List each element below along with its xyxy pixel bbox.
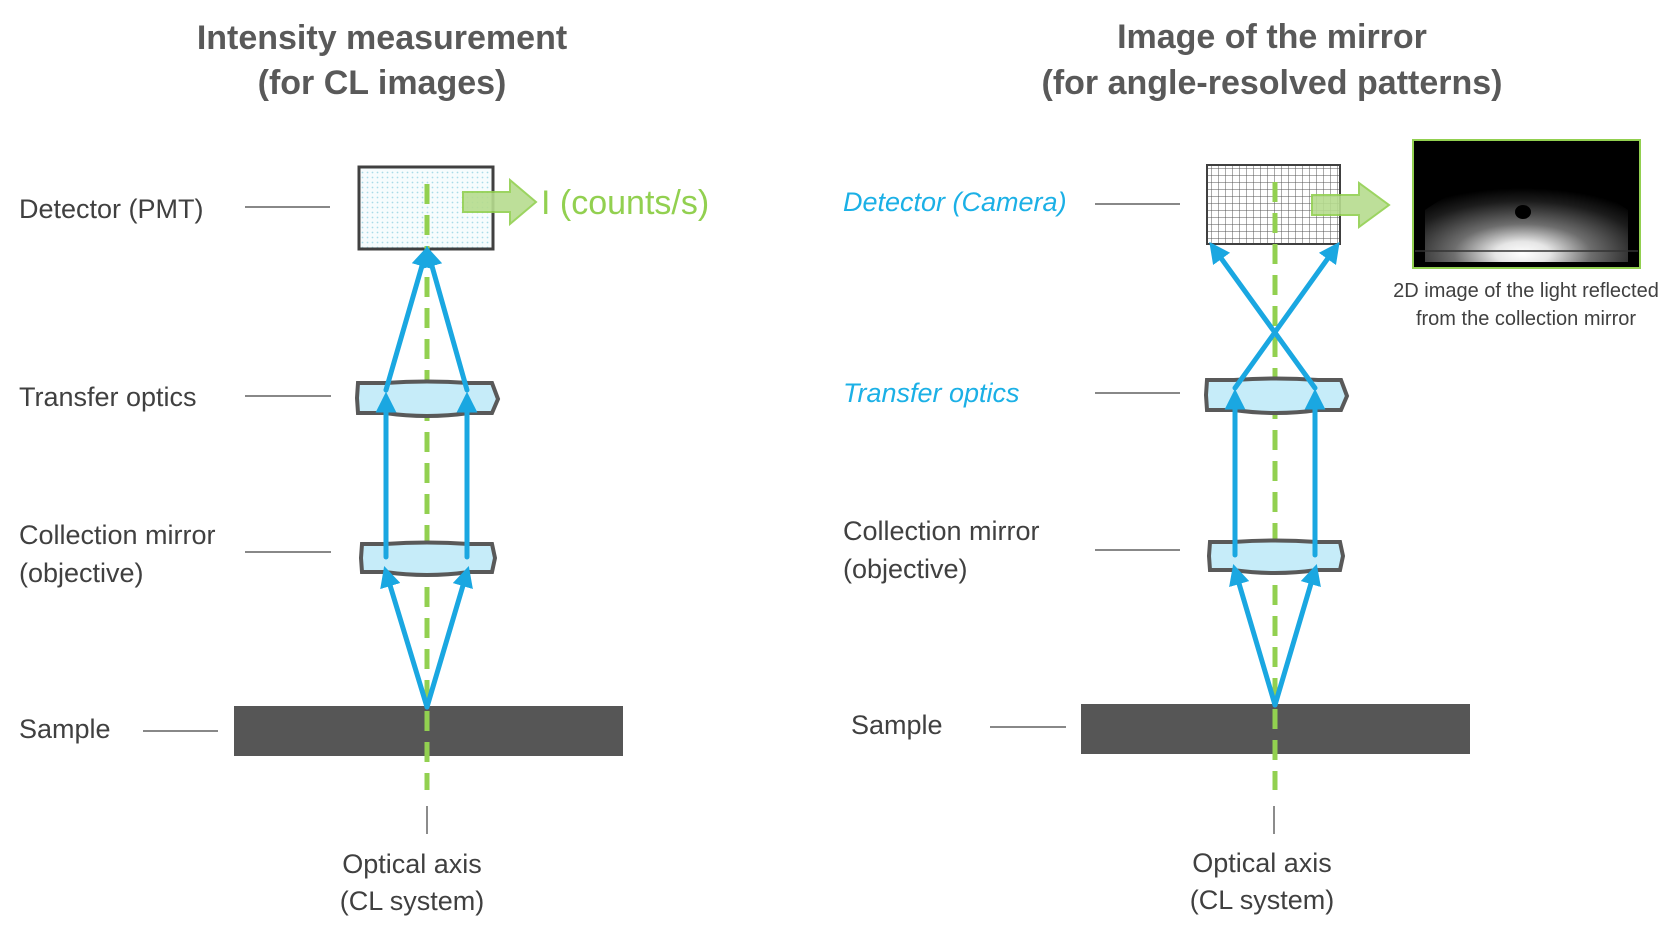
right-transfer-label: Transfer optics	[843, 378, 1020, 408]
left-transfer-lens	[354, 379, 501, 418]
left-axis-label-line1: Optical axis	[342, 849, 482, 879]
left-mirror-label-line1: Collection mirror	[19, 520, 216, 550]
left-panel: Intensity measurement (for CL images) De…	[19, 19, 709, 916]
left-transfer-label: Transfer optics	[19, 382, 197, 412]
left-beam-lower-left	[380, 565, 430, 710]
left-output-arrow	[462, 177, 538, 227]
right-output-arrow	[1311, 181, 1391, 229]
left-mirror-lens	[358, 540, 498, 577]
right-beam-lower-left	[1229, 563, 1278, 708]
right-mirror-label-line1: Collection mirror	[843, 516, 1040, 546]
left-detector-label: Detector (PMT)	[19, 194, 204, 224]
right-detector-label: Detector (Camera)	[843, 187, 1067, 217]
image-caption-line1: 2D image of the light reflected	[1393, 280, 1659, 302]
right-beam-cross-left	[1232, 241, 1340, 391]
left-output-label: I (counts/s)	[541, 184, 709, 222]
right-axis-label-line1: Optical axis	[1192, 848, 1332, 878]
mirror-pattern-hole	[1515, 205, 1531, 219]
right-transfer-lens	[1203, 376, 1350, 415]
right-axis-label-line2: (CL system)	[1190, 885, 1335, 915]
right-beam-cross-right	[1209, 241, 1318, 391]
right-beam-lower-right	[1272, 563, 1321, 708]
right-sample-label: Sample	[851, 710, 943, 740]
right-title-line1: Image of the mirror	[1117, 18, 1427, 56]
right-mirror-lens	[1206, 538, 1346, 575]
left-beam-lower-right	[424, 565, 473, 710]
right-panel: Image of the mirror (for angle-resolved …	[843, 18, 1659, 915]
left-beam-upper-right	[421, 245, 470, 393]
left-sample-label: Sample	[19, 714, 111, 744]
mirror-pattern-glow	[1425, 175, 1628, 262]
left-title-line1: Intensity measurement	[197, 19, 567, 57]
right-mirror-label-line2: (objective)	[843, 554, 968, 584]
image-caption-line2: from the collection mirror	[1416, 308, 1636, 330]
left-beam-upper-left	[383, 245, 432, 393]
left-title-line2: (for CL images)	[258, 64, 507, 102]
left-mirror-label-line2: (objective)	[19, 558, 144, 588]
left-axis-label-line2: (CL system)	[340, 886, 485, 916]
right-title-line2: (for angle-resolved patterns)	[1042, 64, 1503, 102]
